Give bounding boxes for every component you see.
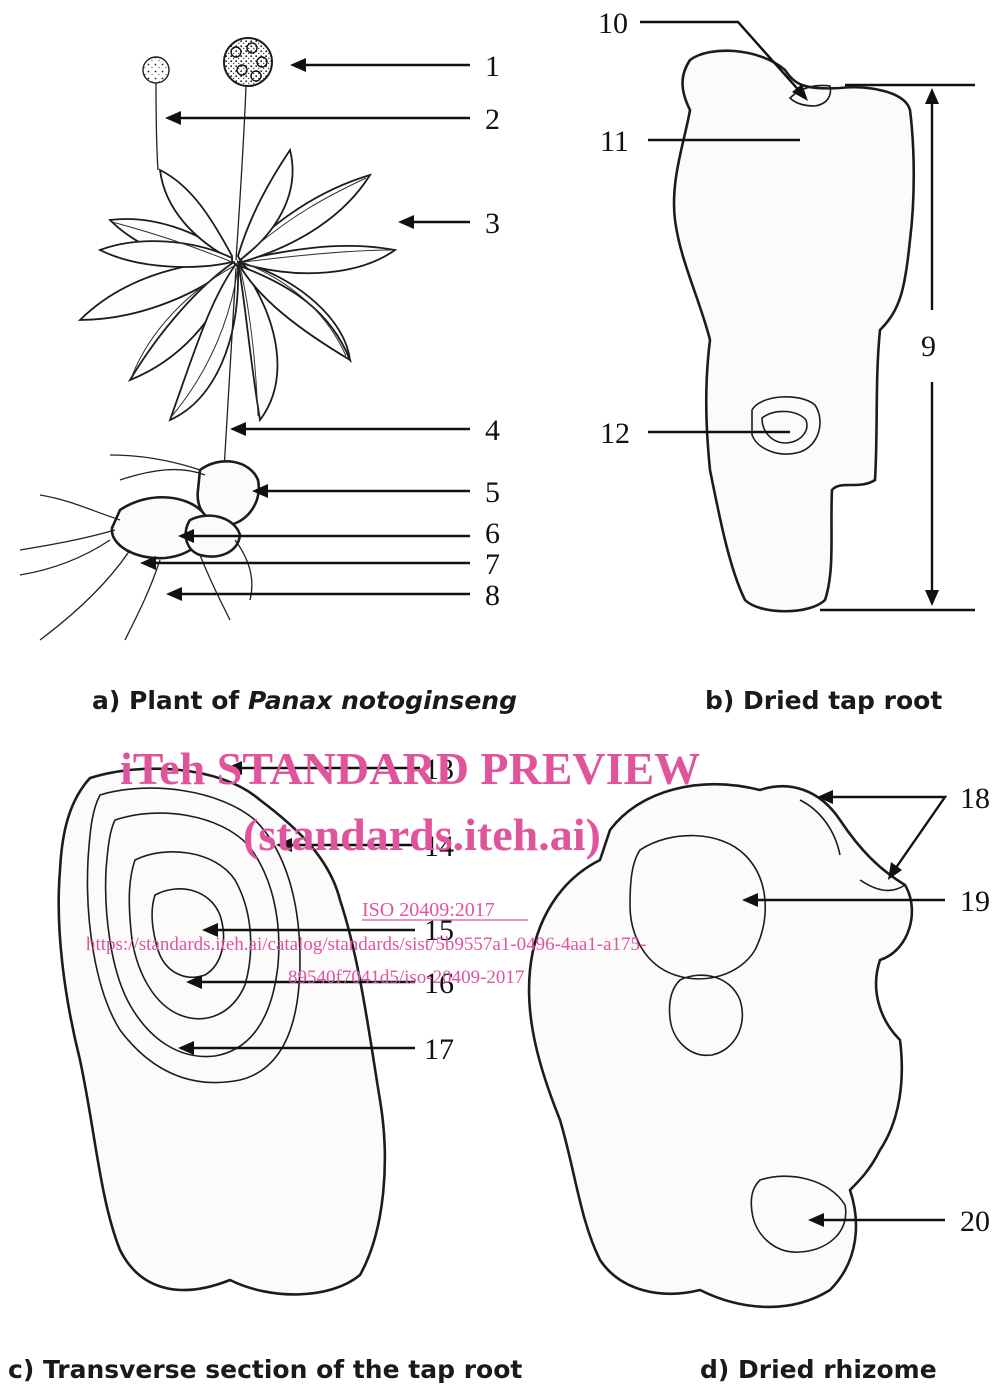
caption-b: b) Dried tap root <box>705 686 942 715</box>
caption-c: c) Transverse section of the tap root <box>8 1355 522 1384</box>
label-12: 12 <box>600 417 630 450</box>
label-19: 19 <box>960 885 990 918</box>
panel-d-rhizome <box>529 784 912 1307</box>
label-20: 20 <box>960 1205 990 1238</box>
watermark-line-1: iTeh STANDARD PREVIEW <box>120 743 700 794</box>
leaves <box>80 150 395 420</box>
label-1: 1 <box>485 50 500 83</box>
label-10: 10 <box>598 7 628 40</box>
peduncle-small <box>156 83 158 170</box>
label-6: 6 <box>485 517 500 550</box>
inflorescence-small <box>143 57 169 83</box>
label-11: 11 <box>600 125 629 158</box>
roots <box>20 455 259 640</box>
label-4: 4 <box>485 414 500 447</box>
caption-a-species: Panax notoginseng <box>248 686 517 715</box>
label-9: 9 <box>921 330 936 363</box>
label-8: 8 <box>485 579 500 612</box>
label-2: 2 <box>485 103 500 136</box>
label-7: 7 <box>485 548 500 581</box>
label-3: 3 <box>485 207 500 240</box>
label-18: 18 <box>960 782 990 815</box>
panel-a-plant <box>20 38 395 640</box>
watermark-line-4: https://standards.iteh.ai/catalog/standa… <box>86 934 646 955</box>
caption-a-prefix: a) Plant of <box>92 686 248 715</box>
label-17: 17 <box>424 1033 454 1066</box>
inflorescence-large <box>224 38 272 86</box>
label-5: 5 <box>485 476 500 509</box>
rhizome-outline <box>529 784 912 1307</box>
peduncle-large <box>236 86 246 260</box>
watermark-line-2: (standards.iteh.ai) <box>243 809 601 860</box>
caption-d: d) Dried rhizome <box>700 1355 937 1384</box>
taproot-outline <box>674 51 914 612</box>
caption-a: a) Plant of Panax notoginseng <box>92 686 517 715</box>
watermark-line-5: 89540f7041d5/iso-20409-2017 <box>288 967 524 988</box>
watermark-line-3: ISO 20409:2017 <box>362 899 495 921</box>
